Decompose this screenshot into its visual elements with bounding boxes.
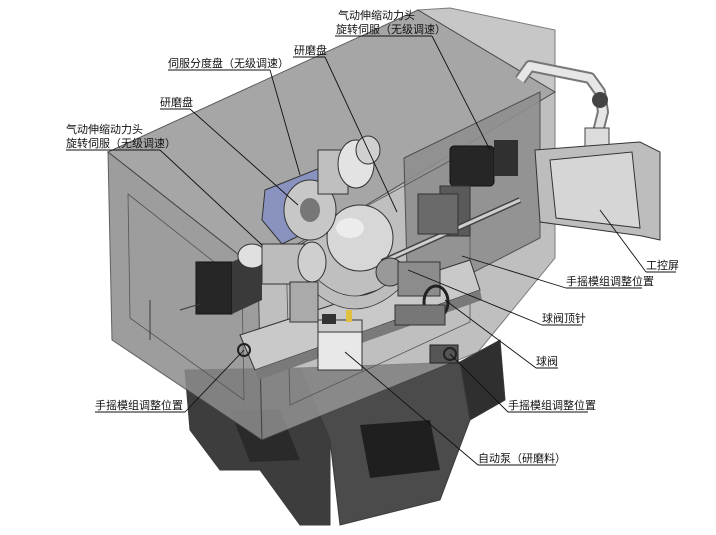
label-hand-crank-left: 手摇模组调整位置 xyxy=(95,398,183,412)
label-hand-crank-right-lower: 手摇模组调整位置 xyxy=(508,398,596,412)
label-pneumatic-head-left-2: 旋转伺服（无级调速） xyxy=(66,136,176,150)
label-ball-valve-clamp: 球阀顶针 xyxy=(542,311,586,325)
label-control-screen: 工控屏 xyxy=(646,258,679,272)
label-hand-crank-right-upper: 手摇模组调整位置 xyxy=(566,274,654,288)
leader-lines xyxy=(66,35,676,466)
label-auto-pump: 自动泵（研磨料） xyxy=(478,451,566,465)
auto-pump xyxy=(317,310,363,371)
left-hand-crank xyxy=(237,343,251,357)
servo-index-plate xyxy=(261,135,381,245)
label-servo-index-plate: 伺服分度盘（无级调速） xyxy=(168,56,289,70)
left-power-head xyxy=(179,241,327,323)
label-pneumatic-head-left-1: 气动伸缩动力头 xyxy=(66,122,143,136)
label-grinding-disc-left: 研磨盘 xyxy=(160,95,193,109)
label-grinding-disc-top: 研磨盘 xyxy=(294,43,327,57)
label-ball-valve: 球阀 xyxy=(536,354,558,368)
ball-valve-assembly xyxy=(375,257,459,364)
control-screen-assembly xyxy=(515,60,661,241)
right-power-head xyxy=(380,140,522,265)
label-pneumatic-head-top-2: 旋转伺服（无级调速） xyxy=(336,22,446,36)
label-pneumatic-head-top-1: 气动伸缩动力头 xyxy=(338,8,415,22)
grinding-ball xyxy=(309,204,401,310)
callout-labels: 气动伸缩动力头 旋转伺服（无级调速） 研磨盘 伺服分度盘（无级调速） 研磨盘 气… xyxy=(66,8,679,465)
right-hand-crank xyxy=(443,347,457,361)
